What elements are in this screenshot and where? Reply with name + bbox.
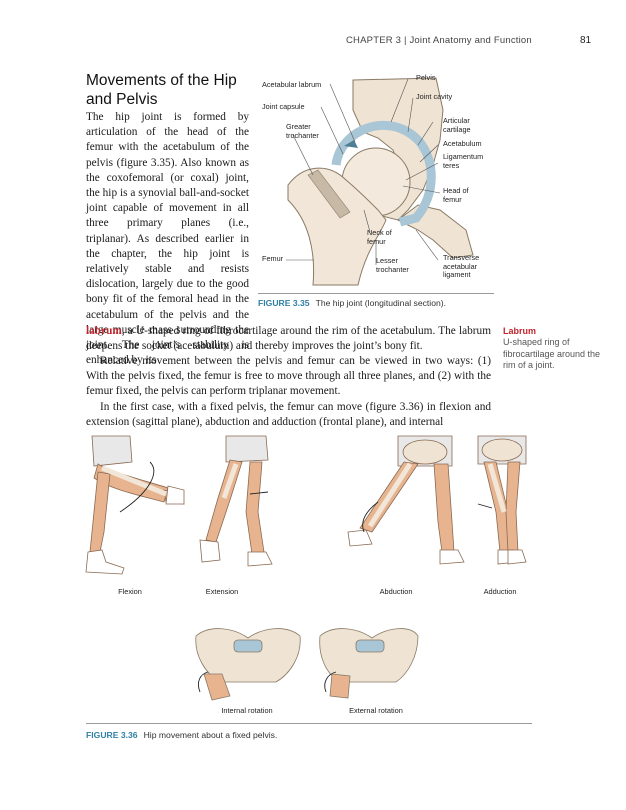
label-flexion: Flexion	[118, 587, 142, 596]
label-lesser-trochanter: Lesser trochanter	[376, 256, 409, 274]
label-joint-cavity: Joint cavity	[416, 92, 453, 101]
sidenote-term: Labrum	[503, 326, 537, 336]
label-internal-rotation: Internal rotation	[221, 706, 273, 715]
label-neck-of-femur: Neck of femur	[367, 228, 392, 246]
body-paragraph-2: Relative movement between the pelvis and…	[86, 355, 491, 398]
figure-3-35-caption: FIGURE 3.35 The hip joint (longitudinal s…	[258, 298, 446, 308]
label-greater-trochanter: Greater trochanter	[286, 122, 319, 140]
body-paragraph-1: The hip joint is formed by articulation …	[86, 111, 249, 367]
hip-joint-illustration	[286, 77, 474, 286]
rotations-illustration	[195, 628, 419, 701]
section-title: Movements of the Hip and Pelvis	[86, 72, 237, 108]
figure-3-36-rotations	[190, 622, 420, 702]
label-acetabular-labrum: Acetabular labrum	[262, 80, 322, 89]
figure-3-35-illustration	[258, 70, 498, 290]
label-adduction: Adduction	[483, 587, 517, 596]
page-number: 81	[580, 35, 592, 46]
label-head-of-femur: Head of femur	[443, 186, 469, 204]
body-paragraph-1-rest: , a U-shaped ring of fibrocartilage arou…	[86, 325, 491, 353]
label-acetabulum: Acetabulum	[443, 139, 482, 148]
body-paragraph-1-continued: labrum, a U-shaped ring of fibrocartilag…	[86, 324, 491, 354]
figure-3-36-caption-text: Hip movement about a fixed pelvis.	[143, 730, 278, 740]
label-extension: Extension	[205, 587, 239, 596]
figure-3-36-number: FIGURE 3.36	[86, 730, 138, 740]
label-abduction: Abduction	[379, 587, 413, 596]
label-joint-capsule: Joint capsule	[262, 102, 305, 111]
label-femur: Femur	[262, 254, 284, 263]
figure-3-35-rule	[258, 293, 494, 294]
label-ligamentum-teres: Ligamentum teres	[443, 152, 484, 170]
figure-3-36-caption: FIGURE 3.36 Hip movement about a fixed pe…	[86, 730, 277, 740]
figure-3-35-number: FIGURE 3.35	[258, 298, 310, 308]
figure-3-36-rule	[86, 723, 532, 724]
figure-3-36-leg-movements	[80, 432, 540, 582]
running-head: CHAPTER 3 | Joint Anatomy and Function	[346, 35, 532, 46]
figure-3-35-caption-text: The hip joint (longitudinal section).	[315, 298, 447, 308]
label-transverse-acetabular-ligament: Transverse acetabular ligament	[443, 253, 480, 280]
leg-movements-illustration	[85, 435, 527, 575]
sidenote-definition: U-shaped ring of fibrocartilage around t…	[503, 337, 601, 370]
label-pelvis: Pelvis	[416, 73, 436, 82]
key-term-labrum[interactable]: labrum	[86, 325, 122, 337]
body-paragraph-3: In the first case, with a fixed pelvis, …	[86, 401, 491, 429]
label-external-rotation: External rotation	[349, 706, 403, 715]
label-articular-cartilage: Articular cartilage	[443, 116, 471, 134]
